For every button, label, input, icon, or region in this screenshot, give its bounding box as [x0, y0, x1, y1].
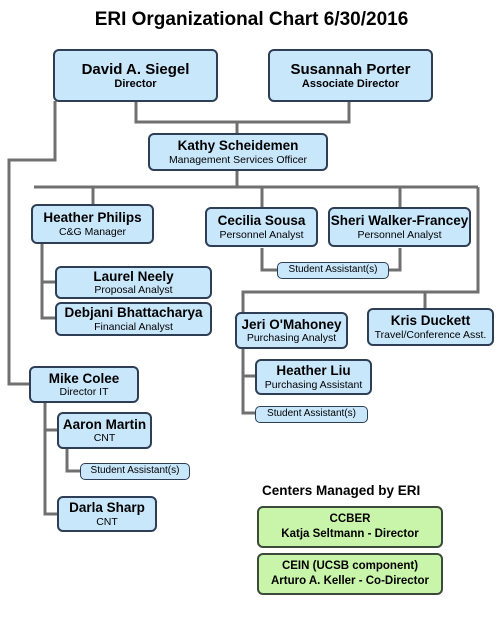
person-role: CNT	[93, 432, 116, 445]
center-name: CEIN (UCSB component)	[281, 560, 419, 573]
person-role: Purchasing Assistant	[264, 378, 363, 391]
connector-aaron-students	[65, 448, 81, 473]
person-name: Mike Colee	[48, 370, 120, 386]
person-role: Director	[114, 77, 157, 90]
person-box-heather-philips: Heather Philips C&G Manager	[31, 204, 154, 244]
connector-porter-kathy	[237, 101, 351, 124]
center-lead: Katja Seltmann - Director	[281, 528, 419, 540]
person-box-jeri: Jeri O'Mahoney Purchasing Analyst	[235, 312, 348, 349]
person-role: Personnel Analyst	[219, 228, 304, 241]
person-name: Kris Duckett	[390, 313, 471, 329]
person-name: Susannah Porter	[290, 60, 411, 78]
person-role: Personnel Analyst	[357, 228, 442, 241]
person-role: Associate Director	[301, 77, 400, 90]
center-box-ccber: CCBER Katja Seltmann - Director	[257, 506, 443, 548]
connector-heather-staff	[40, 244, 56, 320]
connector-siegel-kathy	[134, 101, 239, 134]
person-box-darla: Darla Sharp CNT	[57, 496, 157, 532]
connector-jeri-staff	[241, 348, 256, 415]
person-box-cecilia: Cecilia Sousa Personnel Analyst	[205, 207, 318, 247]
person-role: Proposal Analyst	[94, 284, 173, 297]
connector-mike-staff	[43, 402, 58, 516]
person-name: Debjani Bhattacharya	[64, 305, 203, 321]
person-name: Jeri O'Mahoney	[241, 316, 342, 332]
person-box-heather-liu: Heather Liu Purchasing Assistant	[255, 359, 372, 395]
person-name: Heather Philips	[43, 210, 142, 226]
person-role: Management Services Officer	[168, 153, 308, 166]
person-box-debjani: Debjani Bhattacharya Financial Analyst	[55, 302, 212, 336]
person-name: Darla Sharp	[69, 500, 145, 516]
chart-title: ERI Organizational Chart 6/30/2016	[94, 9, 409, 30]
centers-heading: Centers Managed by ERI	[262, 483, 421, 498]
person-box-aaron: Aaron Martin CNT	[57, 412, 152, 449]
person-role: Financial Analyst	[94, 320, 173, 333]
person-name: Kathy Scheidemen	[177, 138, 299, 154]
center-box-cein: CEIN (UCSB component) Arturo A. Keller -…	[257, 553, 443, 595]
person-role: C&G Manager	[58, 225, 127, 238]
person-name: Cecilia Sousa	[217, 213, 306, 229]
student-assistant-personnel: Student Assistant(s)	[277, 262, 389, 279]
student-assistant-purchasing: Student Assistant(s)	[255, 406, 368, 423]
student-assistant-it: Student Assistant(s)	[80, 463, 190, 480]
person-name: Sheri Walker-Francey	[330, 213, 469, 229]
person-name: Heather Liu	[276, 363, 351, 379]
person-name: Aaron Martin	[62, 416, 147, 432]
person-role: Director IT	[59, 386, 109, 399]
person-role: Purchasing Analyst	[246, 332, 337, 345]
person-box-sheri: Sheri Walker-Francey Personnel Analyst	[328, 207, 471, 247]
person-box-mike: Mike Colee Director IT	[29, 366, 139, 403]
person-box-kathy: Kathy Scheidemen Management Services Off…	[148, 133, 328, 171]
connector-siegel-mike	[7, 101, 57, 386]
person-box-porter: Susannah Porter Associate Director	[268, 49, 433, 102]
center-lead: Arturo A. Keller - Co-Director	[270, 575, 430, 587]
person-name: David A. Siegel	[81, 60, 190, 78]
person-role: CNT	[96, 515, 118, 528]
person-box-kris: Kris Duckett Travel/Conference Asst.	[367, 308, 494, 346]
person-box-siegel: David A. Siegel Director	[53, 49, 218, 102]
person-box-laurel: Laurel Neely Proposal Analyst	[55, 266, 212, 299]
person-role: Travel/Conference Asst.	[374, 328, 487, 341]
connector-bus-right	[241, 187, 480, 315]
center-name: CCBER	[329, 513, 371, 526]
person-name: Laurel Neely	[93, 268, 174, 284]
